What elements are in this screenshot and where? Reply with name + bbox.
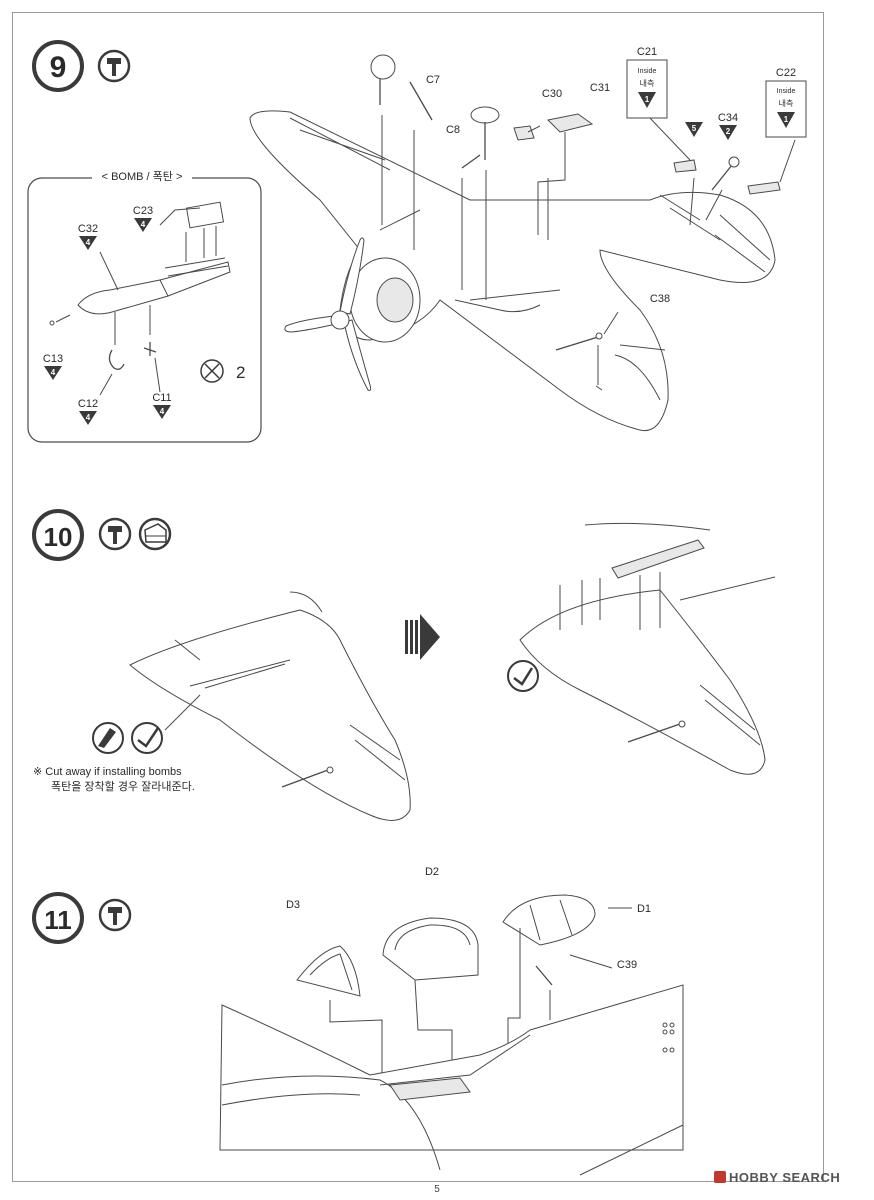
wing-after [519, 522, 776, 775]
step-10-number: 10 [44, 522, 73, 552]
page-number: 5 [434, 1184, 440, 1195]
glue-icon [97, 49, 131, 83]
part-C22-note-kr: 내측 [779, 99, 794, 108]
part-label-D2: D2 [425, 866, 439, 878]
part-qty-C13: 4 [51, 368, 56, 377]
part-qty-C11: 4 [160, 407, 165, 416]
part-label-C39: C39 [617, 959, 637, 971]
part-qty-C12: 4 [86, 413, 91, 422]
bomb-multiplier: 2 [236, 363, 245, 382]
wing-before [129, 591, 411, 821]
watermark-text: HOBBY SEARCH [729, 1170, 841, 1185]
multiply-icon [200, 359, 224, 383]
step-9-badge: 9 [32, 40, 84, 92]
part-qty-C23: 4 [141, 220, 146, 229]
part-label-C12: C12 [78, 398, 98, 410]
part-C22-note-en: Inside [777, 88, 796, 95]
part-label-C34: C34 [718, 112, 738, 124]
watermark: HOBBY SEARCH [714, 1170, 840, 1185]
part-qty-C32: 4 [86, 238, 91, 247]
part-label-C21: C21 [637, 46, 657, 58]
part-qty-C34: 2 [726, 127, 731, 136]
bomb-inset-title: < BOMB / 폭탄 > [102, 170, 183, 183]
part-qty-C22: 1 [784, 115, 789, 124]
step-9-number: 9 [50, 51, 67, 84]
part-label-C23: C23 [133, 205, 153, 217]
cut-away-note: ※ Cut away if installing bombs 폭탄을 장착할 경… [33, 765, 195, 795]
step-10-badge: 10 [32, 509, 84, 561]
part-label-D3: D3 [286, 899, 300, 911]
step-11-badge: 11 [32, 892, 84, 944]
part-label-C7: C7 [426, 74, 440, 86]
cut-away-note-en: ※ Cut away if installing bombs [33, 766, 182, 778]
part-C21-note-kr: 내측 [640, 79, 655, 88]
part-label-C32: C32 [78, 223, 98, 235]
part-label-C11: C11 [152, 392, 171, 404]
part-label-C13: C13 [43, 353, 63, 365]
arrow-right-icon [405, 614, 440, 660]
aircraft-underside-step9 [249, 54, 796, 432]
glue-icon [98, 517, 132, 551]
loose-part-qty: 5 [692, 124, 697, 133]
part-label-C22: C22 [776, 67, 796, 79]
glue-icon [98, 898, 132, 932]
cut-away-note-kr: 폭탄을 장착할 경우 잘라내준다. [51, 781, 195, 793]
hobby-search-logo-icon [714, 1171, 726, 1183]
part-label-C8: C8 [446, 124, 460, 136]
part-label-D1: D1 [637, 903, 651, 915]
part-label-C30: C30 [542, 88, 562, 100]
bomb-inset: < BOMB / 폭탄 > C23 4 C32 4 C13 4 C12 4 C1… [27, 168, 262, 443]
check-icon [507, 660, 539, 692]
canopy-assembly [219, 894, 684, 1176]
step-11-number: 11 [44, 905, 72, 935]
cut-icon [131, 722, 163, 754]
part-label-C38: C38 [650, 293, 670, 305]
part-label-C31: C31 [590, 82, 610, 94]
knife-icon [92, 722, 124, 754]
cement-icon [138, 517, 172, 551]
page-frame [12, 12, 824, 1182]
part-C21-note-en: Inside [638, 68, 657, 75]
part-qty-C21: 1 [645, 95, 650, 104]
